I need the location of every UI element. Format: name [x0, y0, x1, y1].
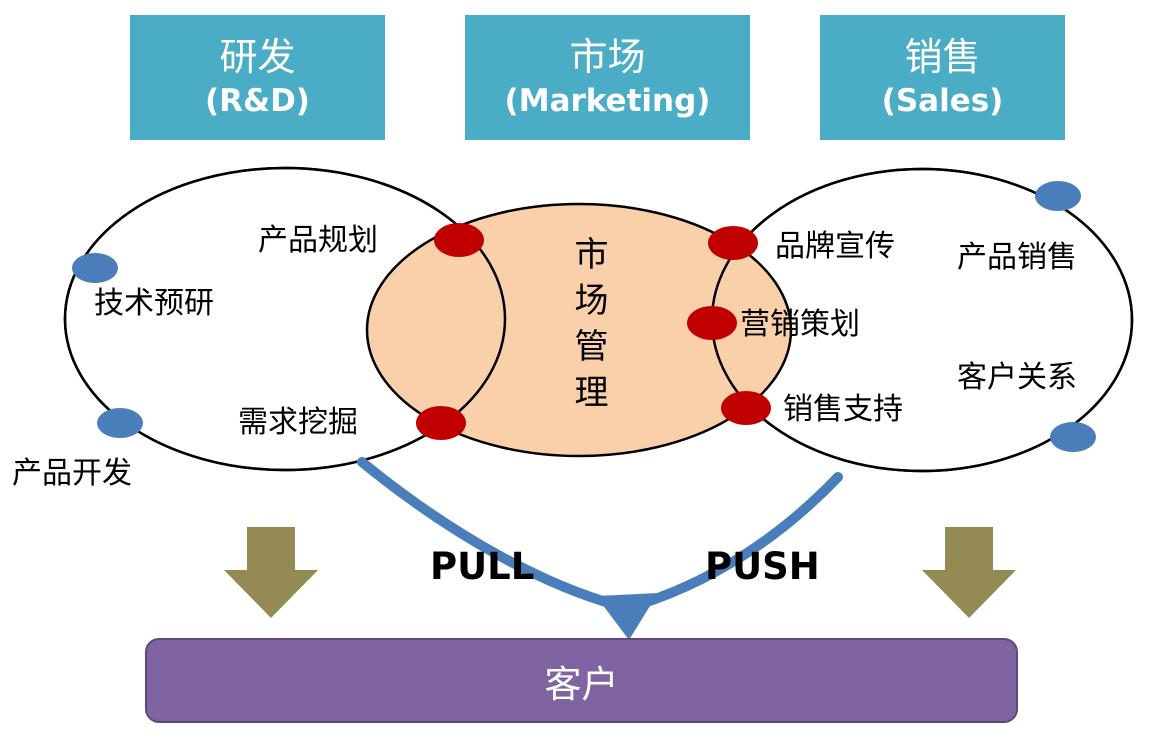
header-marketing-subtitle: (Marketing) [504, 82, 711, 119]
marketing-ellipse [365, 202, 793, 458]
label-brand-promotion: 品牌宣传 [775, 229, 895, 264]
header-rd: 研发 (R&D) [130, 15, 385, 140]
label-product-development: 产品开发 [12, 456, 132, 491]
label-product-planning: 产品规划 [258, 223, 378, 258]
block-down-arrow-right [922, 527, 1016, 618]
header-sales-title: 销售 [904, 35, 981, 80]
customer-box: 客户 [145, 638, 1018, 723]
blue-edge-dot-tech-preresearch [72, 253, 118, 283]
red-interface-dot-sales-support [721, 391, 771, 425]
header-sales: 销售 (Sales) [820, 15, 1065, 140]
flow-arrowhead [596, 593, 658, 640]
header-sales-subtitle: (Sales) [881, 82, 1004, 119]
red-interface-dot-marketing-planning [687, 306, 737, 340]
header-marketing: 市场 (Marketing) [465, 15, 750, 140]
header-rd-title: 研发 [219, 35, 296, 80]
label-sales-support: 销售支持 [783, 392, 903, 427]
red-interface-dot-product-planning [434, 223, 484, 257]
push-curve [633, 472, 843, 610]
rd-ellipse-outline [63, 166, 507, 472]
pull-push-flow-arrows [357, 457, 843, 640]
label-demand-mining: 需求挖掘 [238, 405, 358, 440]
pull-curve [357, 457, 621, 610]
blue-edge-dot-product-development [97, 408, 143, 438]
label-marketing-planning: 营销策划 [740, 307, 860, 342]
label-product-sales: 产品销售 [957, 240, 1077, 275]
red-interface-dot-demand-mining [416, 406, 466, 440]
block-down-arrow-left [224, 527, 318, 618]
red-interface-dot-brand-promotion [708, 226, 758, 260]
header-rd-subtitle: (R&D) [205, 82, 310, 119]
label-market-management-vertical: 市场管理 [568, 236, 608, 420]
label-pull: PULL [430, 545, 535, 588]
label-customer-relations: 客户关系 [957, 360, 1077, 395]
label-push: PUSH [705, 545, 820, 588]
customer-box-label: 客户 [544, 662, 619, 706]
header-marketing-title: 市场 [569, 35, 646, 80]
label-tech-preresearch: 技术预研 [94, 286, 214, 321]
blue-edge-dot-customer-relations [1050, 422, 1096, 452]
blue-edge-dot-product-sales [1035, 181, 1081, 211]
